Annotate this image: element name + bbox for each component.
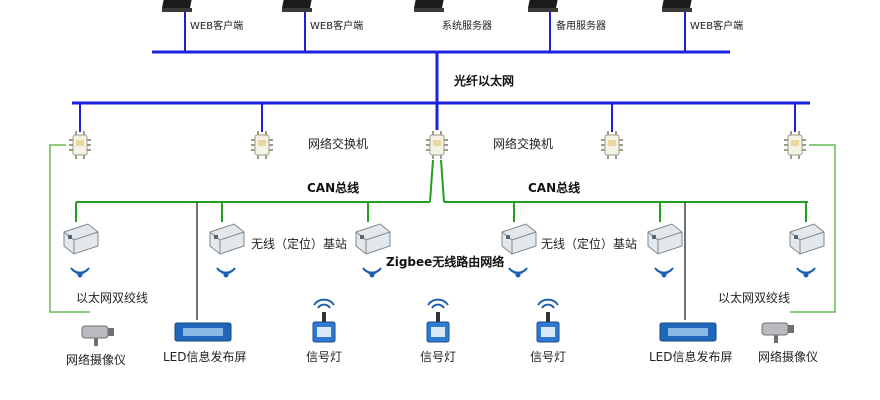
network-switch-icon: [250, 130, 274, 160]
network-switch-icon: [600, 130, 624, 160]
camera-icon: [81, 325, 115, 347]
device-label: 信号灯: [530, 350, 566, 364]
server-label: 系统服务器: [442, 19, 492, 32]
computer-icon: [662, 0, 694, 12]
server-label: WEB客户端: [690, 19, 743, 32]
server-label: WEB客户端: [190, 19, 243, 32]
twisted-pair-label: 以太网双绞线: [718, 290, 790, 305]
server-label: WEB客户端: [310, 19, 363, 32]
device-label: LED信息发布屏: [163, 349, 247, 364]
network-switch-icon: [425, 130, 449, 160]
can-bus-right-feed: [440, 159, 445, 203]
server-label: 备用服务器: [556, 19, 606, 32]
wireless-signal-icon: [216, 267, 236, 279]
network-switch-icon: [783, 130, 807, 160]
signal-light-icon: [312, 298, 336, 343]
signal-light-icon: [426, 298, 450, 343]
device-label: 信号灯: [306, 350, 342, 364]
wireless-signal-icon: [70, 267, 90, 279]
led-screen-icon: [174, 322, 232, 342]
switch-label: 网络交换机: [308, 136, 368, 151]
twisted-pair-right-line: [790, 144, 836, 313]
device-label: 网络摄像仪: [758, 349, 818, 364]
twisted-pair-left-line: [49, 144, 90, 313]
device-label: LED信息发布屏: [649, 349, 733, 364]
base-station-icon: [501, 223, 537, 255]
wireless-signal-icon: [362, 267, 382, 279]
base-station-icon: [209, 223, 245, 255]
server-icon: [528, 0, 560, 12]
base-station-icon: [355, 223, 391, 255]
base-station-label: 无线（定位）基站: [541, 236, 637, 251]
base-station-icon: [647, 223, 683, 255]
fiber-ethernet-label: 光纤以太网: [453, 73, 514, 88]
can-bus-left-feed: [429, 159, 434, 203]
base-station-label: 无线（定位）基站: [251, 236, 347, 251]
computer-icon: [162, 0, 194, 12]
computer-icon: [282, 0, 314, 12]
can-bus-label: CAN总线: [307, 180, 359, 195]
base-station-icon: [789, 223, 825, 255]
camera-icon: [761, 322, 795, 344]
wireless-signal-icon: [508, 267, 528, 279]
led-screen-icon: [659, 322, 717, 342]
wireless-signal-icon: [796, 267, 816, 279]
wireless-signal-icon: [654, 267, 674, 279]
server-icon: [414, 0, 446, 12]
device-label: 网络摄像仪: [66, 352, 126, 367]
network-switch-icon: [68, 130, 92, 160]
signal-light-icon: [536, 298, 560, 343]
base-station-icon: [63, 223, 99, 255]
twisted-pair-label: 以太网双绞线: [76, 290, 148, 305]
switch-label: 网络交换机: [493, 136, 553, 151]
device-label: 信号灯: [420, 350, 456, 364]
zigbee-network-label: Zigbee无线路由网络: [386, 254, 504, 269]
can-bus-label: CAN总线: [528, 180, 580, 195]
